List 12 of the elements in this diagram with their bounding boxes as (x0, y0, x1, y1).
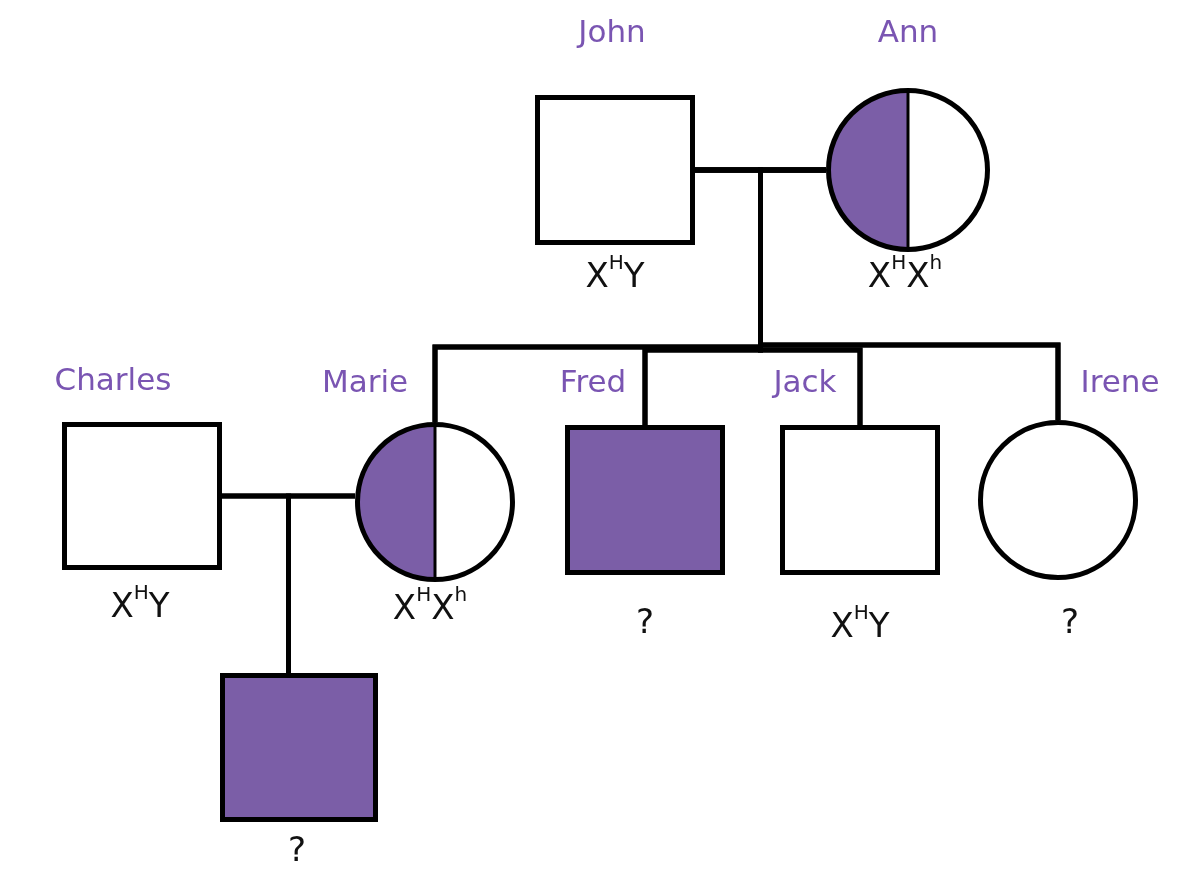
genotype-label: ? (636, 604, 654, 638)
person-name: Marie (321, 366, 409, 397)
person-name: Ann (877, 16, 939, 47)
person-name: John (578, 16, 646, 47)
genotype-label: ? (288, 832, 306, 866)
person-name: Irene (1080, 366, 1160, 397)
genotype-label: ? (1061, 604, 1079, 638)
connector-line (286, 493, 355, 673)
connector-line (758, 167, 1061, 420)
person-name: Jack (773, 366, 837, 397)
person-name: Charles (54, 364, 172, 395)
person-name: Fred (559, 366, 627, 397)
